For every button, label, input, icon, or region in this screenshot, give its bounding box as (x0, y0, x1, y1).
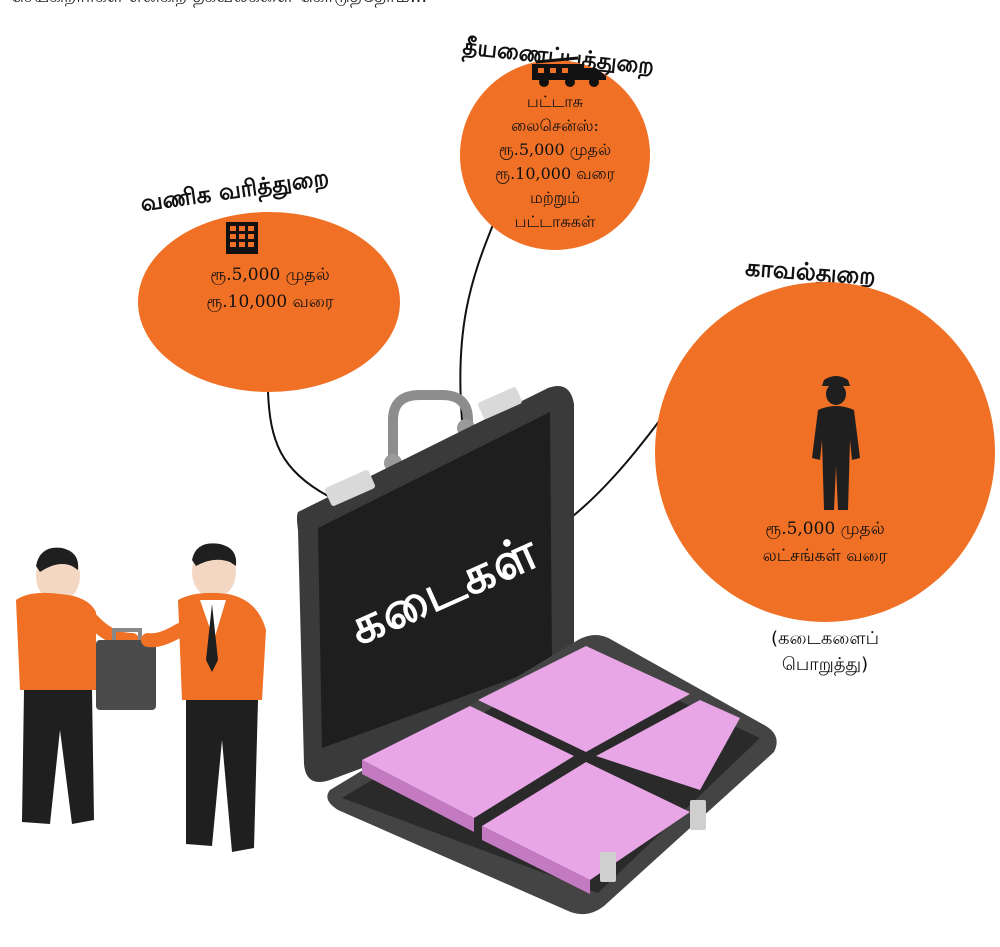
fire-line-4: ரூ.10,000 வரை (495, 164, 615, 183)
connector-police (567, 419, 661, 521)
fire-line-2: லைசென்ஸ்: (511, 116, 599, 135)
police-note-line-1: (கடைகளைப் (770, 628, 880, 649)
commercial-tax-circle (138, 212, 400, 392)
police-note-line-2: பொறுத்து) (781, 654, 869, 675)
commercial-tax-text: ரூ.5,000 முதல் ரூ.10,000 வரை (150, 262, 390, 316)
police-line-2: லட்சங்கள் வரை (762, 546, 888, 566)
fire-department-circle (460, 60, 650, 250)
connector-commercial (267, 391, 329, 497)
handshake-figures-icon (16, 543, 266, 852)
commercial-tax-line-2: ரூ.10,000 வரை (206, 292, 334, 312)
briefcase-icon (297, 386, 777, 915)
police-line-1: ரூ.5,000 முதல் (765, 519, 885, 539)
fire-department-text: பட்டாசு லைசென்ஸ்: ரூ.5,000 முதல் ரூ.10,0… (470, 90, 640, 234)
fire-line-3: ரூ.5,000 முதல் (498, 140, 612, 159)
police-note: (கடைகளைப் பொறுத்து) (740, 626, 910, 678)
connector-fire (459, 219, 496, 421)
fire-line-1: பட்டாசு (526, 92, 584, 111)
fire-truck-icon (532, 56, 606, 87)
commercial-tax-line-1: ரூ.5,000 முதல் (210, 265, 330, 285)
building-icon (226, 222, 258, 254)
police-officer-icon (812, 376, 860, 510)
fire-line-6: பட்டாசுகள் (514, 212, 596, 231)
fire-line-5: மற்றும் (529, 188, 580, 207)
header-partial-text: செய்கிறார்கள் என்கிற தகவல்களை கொடுத்தோம்… (10, 0, 530, 14)
police-text: ரூ.5,000 முதல் லட்சங்கள் வரை (725, 516, 925, 570)
